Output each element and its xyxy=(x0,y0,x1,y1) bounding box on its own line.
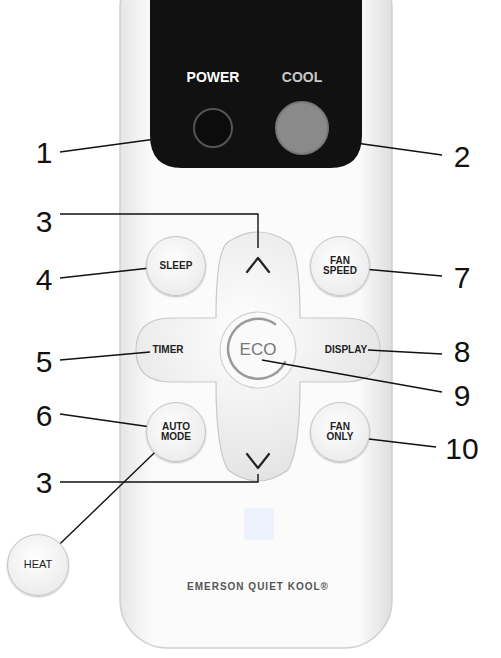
button-label: TIMER xyxy=(152,345,183,356)
black-top-panel xyxy=(150,0,362,168)
round-button: SLEEP xyxy=(146,236,206,296)
button-label: ECO xyxy=(240,341,277,359)
callout-number: 2 xyxy=(454,140,471,174)
callout-number: 5 xyxy=(36,345,53,379)
button-label: SLEEP xyxy=(156,261,196,272)
callout-number: 6 xyxy=(36,399,53,433)
callout-number: 7 xyxy=(454,261,471,295)
remote-body xyxy=(120,0,392,648)
round-button: HEAT xyxy=(7,534,69,596)
leader-lines xyxy=(60,133,442,482)
brand-name: EMERSON QUIET KOOL® xyxy=(187,581,329,592)
round-button: FAN SPEED xyxy=(310,236,370,296)
eco-ring xyxy=(228,319,285,379)
dpad xyxy=(136,232,380,481)
callout-number: 8 xyxy=(454,335,471,369)
callout-number: 9 xyxy=(454,379,471,413)
dpad-button: TIMER xyxy=(139,330,197,370)
round-button: AUTO MODE xyxy=(146,402,206,462)
callout-number: 10 xyxy=(445,432,478,466)
button-label: COOL xyxy=(282,70,322,85)
button-face xyxy=(275,101,329,155)
callout-number: 4 xyxy=(36,263,53,297)
button-label: FAN ONLY xyxy=(320,422,360,443)
ir-window xyxy=(244,508,274,540)
top-button: POWER xyxy=(173,70,253,148)
button-label: AUTO MODE xyxy=(156,422,196,443)
callout-number: 3 xyxy=(36,205,53,239)
button-label: FAN SPEED xyxy=(320,256,360,277)
button-label: HEAT xyxy=(18,559,58,571)
callout-number: 3 xyxy=(36,466,53,500)
up-arrow xyxy=(247,258,269,272)
down-arrow xyxy=(247,454,269,468)
dpad-button: DISPLAY xyxy=(316,330,376,370)
button-label: POWER xyxy=(187,70,240,85)
button-label: DISPLAY xyxy=(325,345,367,356)
leader-connector xyxy=(60,453,154,544)
button-face xyxy=(193,108,233,148)
eco-button-face xyxy=(220,312,296,388)
dpad-button: ECO xyxy=(233,335,283,365)
callout-number: 1 xyxy=(36,136,53,170)
top-button: COOL xyxy=(262,70,342,155)
round-button: FAN ONLY xyxy=(310,402,370,462)
